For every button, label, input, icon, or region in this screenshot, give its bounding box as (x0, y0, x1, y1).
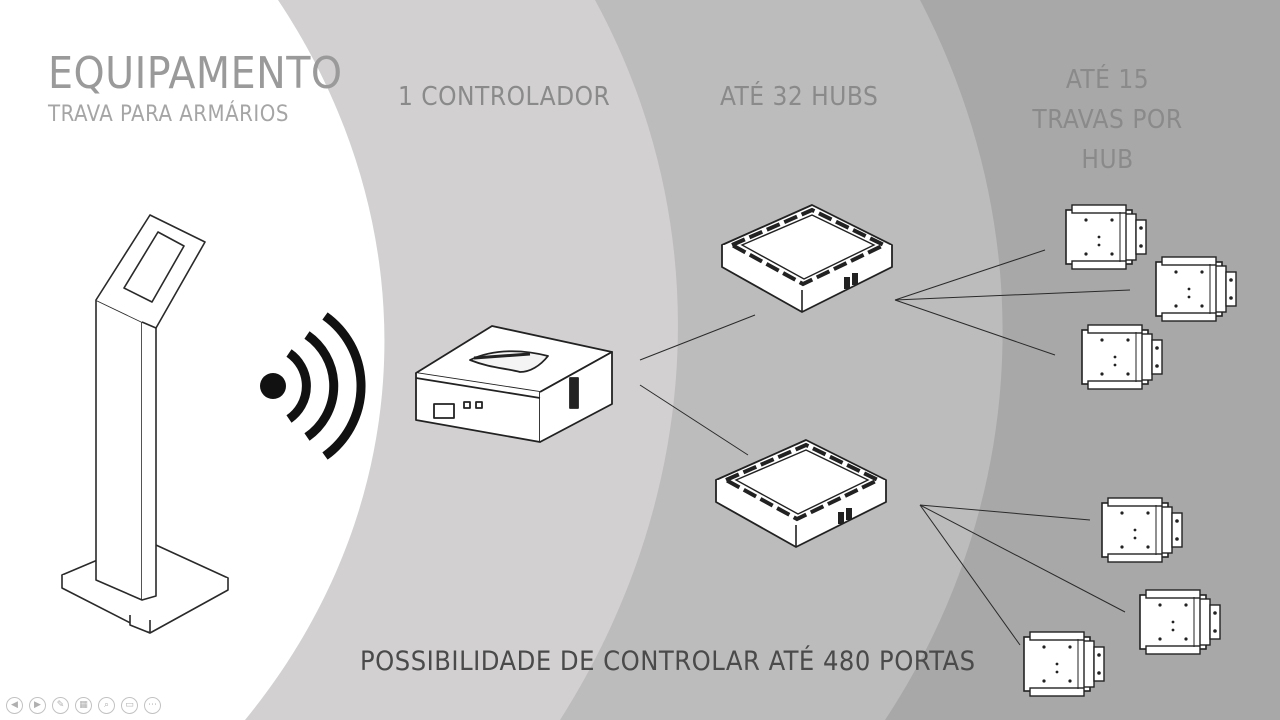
wireless-signal-icon (260, 312, 366, 460)
prev-slide-button[interactable]: ◀ (6, 697, 23, 714)
link-controller-hub-top (639, 314, 756, 361)
link-controller-hub-bottom (639, 384, 749, 456)
cabinet-lock-icon (1065, 204, 1147, 270)
pen-tool-button[interactable]: ✎ (52, 697, 69, 714)
slide-subtitle: TRAVA PARA ARMÁRIOS (48, 102, 289, 127)
zoom-button[interactable]: ⌕ (98, 697, 115, 714)
slide-title: EQUIPAMENTO (48, 48, 343, 99)
screen-button[interactable]: ▭ (121, 697, 138, 714)
link-hub-bottom-lock-1 (919, 504, 1091, 521)
cabinet-lock-icon (1023, 631, 1105, 697)
hubs-label: ATÉ 32 HUBS (720, 82, 879, 112)
controller-box-icon (415, 325, 613, 443)
more-options-button[interactable]: ⋯ (144, 697, 161, 714)
cabinet-lock-icon (1139, 589, 1221, 655)
locks-label: ATÉ 15 TRAVAS POR HUB (1032, 65, 1183, 175)
footer-caption: POSSIBILIDADE DE CONTROLAR ATÉ 480 PORTA… (360, 646, 976, 677)
cabinet-lock-icon (1101, 497, 1183, 563)
link-hub-top-lock-1 (894, 249, 1046, 301)
next-slide-button[interactable]: ▶ (29, 697, 46, 714)
connection-lines (639, 249, 1131, 646)
link-hub-bottom-lock-3 (919, 504, 1021, 646)
slides-grid-button[interactable]: ▦ (75, 697, 92, 714)
kiosk-totem-icon (61, 214, 229, 634)
link-hub-top-lock-2 (894, 289, 1131, 301)
controller-label: 1 CONTROLADOR (398, 82, 611, 112)
link-hub-top-lock-3 (894, 299, 1056, 356)
link-hub-bottom-lock-2 (919, 504, 1126, 613)
slideshow-toolbar: ◀ ▶ ✎ ▦ ⌕ ▭ ⋯ (6, 697, 161, 714)
cabinet-lock-icon (1155, 256, 1237, 322)
cabinet-lock-icon (1081, 324, 1163, 390)
